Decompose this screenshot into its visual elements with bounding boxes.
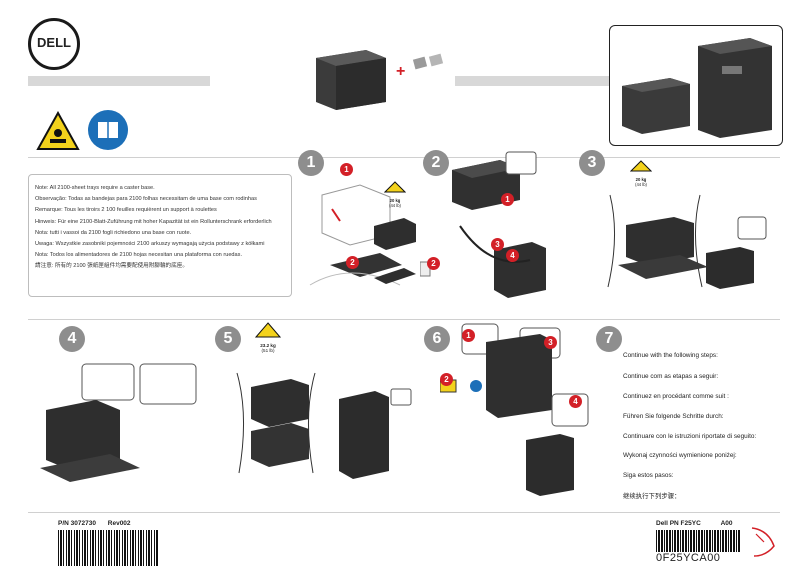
step-2-callout-3: 3	[491, 238, 504, 251]
step-5-weight-lb: (51 lb)	[261, 348, 275, 353]
section-divider-bottom	[28, 512, 780, 513]
step-5-weight-icon: 23.2 kg (51 lb)	[254, 322, 282, 358]
dell-logo: DELL	[28, 18, 80, 70]
step-5-weight-kg: 23.2 kg	[260, 343, 276, 348]
note-de: Hinweis: Für eine 2100-Blatt-Zuführung m…	[35, 218, 272, 225]
step-2-badge: 2	[423, 150, 449, 176]
step-6-illustration	[440, 323, 589, 496]
continue-pl: Wykonaj czynności wymienione poniżej:	[623, 452, 737, 459]
step-6-callout-4: 4	[569, 395, 582, 408]
barcode-left	[58, 530, 158, 566]
caster-base-note-box: Note: All 2100-sheet trays require a cas…	[28, 174, 292, 297]
step-6-callout-1: 1	[462, 329, 475, 342]
recycle-logo-icon	[751, 527, 775, 557]
note-it: Nota: tutti i vassoi da 2100 fogli richi…	[35, 229, 192, 236]
note-zh: 請注意: 所有的 2100 張紙匣組件均需要配使用附腳輪的底座。	[35, 263, 188, 270]
step-5-badge: 5	[215, 326, 241, 352]
continue-pt: Continue com as etapas a seguir:	[623, 373, 719, 380]
dell-rev-text: A00	[720, 520, 733, 527]
note-fr: Remarque: Tous les tiroirs 2 100 feuille…	[35, 207, 217, 214]
svg-text:+: +	[396, 63, 405, 80]
step-1-tray-illustration	[374, 218, 416, 284]
section-divider-middle	[28, 319, 780, 320]
step-5-stack-illustration	[236, 372, 412, 479]
dell-part-number-right: Dell PN F25YC A00	[656, 520, 733, 527]
barcode-right	[656, 530, 740, 552]
dell-logo-text: DELL	[37, 35, 71, 50]
step-3-badge: 3	[579, 150, 605, 176]
step-3-weight-kg: 20 kg	[635, 177, 647, 182]
step-1-callout-2: 2	[346, 256, 359, 269]
step-7-badge: 7	[596, 326, 622, 352]
printer-models-box	[609, 25, 783, 146]
note-pt: Observação: Todas as bandejas para 2100 …	[35, 196, 257, 203]
step-6-badge: 6	[424, 326, 450, 352]
step-2-callout-2: 2	[427, 257, 440, 270]
continue-es: Siga estos pasos:	[623, 472, 674, 479]
warning-lift-icon	[36, 110, 80, 151]
step-6-callout-2: 2	[440, 373, 453, 386]
step-3-weight-lb: (44 lb)	[635, 182, 647, 187]
step-4-badge: 4	[59, 326, 85, 352]
tray-parts-illustration: +	[316, 50, 444, 110]
barcode-right-text: 0F25YCA00	[656, 552, 721, 564]
step-1-callout-1: 1	[340, 163, 353, 176]
step-1-badge: 1	[298, 150, 324, 176]
header-band	[28, 76, 210, 86]
part-number-text: P/N 3072730	[58, 520, 96, 527]
note-es: Nota: Todos los alimentadores de 2100 ho…	[35, 252, 242, 259]
read-manual-icon	[88, 110, 128, 150]
step-2-callout-1: 1	[501, 193, 514, 206]
continue-en: Continue with the following steps:	[623, 352, 718, 359]
step-1-weight-icon: 20 kg (44 lb)	[383, 180, 407, 208]
step-6-callout-3: 3	[544, 336, 557, 349]
continue-de: Führen Sie folgende Schritte durch:	[623, 413, 724, 420]
part-number-left: P/N 3072730 Rev002	[58, 520, 131, 527]
continue-zh: 继续执行下列步骤：	[623, 493, 681, 500]
step-2-cable-illustration	[420, 151, 546, 298]
step-4-illustration	[40, 363, 197, 482]
note-pl: Uwaga: Wszystkie zasobniki pojemności 21…	[35, 241, 265, 248]
section-divider-top	[28, 157, 780, 158]
note-en: Note: All 2100-sheet trays require a cas…	[35, 185, 155, 191]
revision-text: Rev002	[107, 520, 131, 527]
continue-fr: Continuez en procédant comme suit :	[623, 393, 729, 400]
step-2-callout-4: 4	[506, 249, 519, 262]
step-1-weight-lb: (44 lb)	[389, 203, 401, 208]
header-band-right	[455, 76, 610, 86]
printer-models-illustration	[622, 38, 772, 138]
step-1-weight-kg: 20 kg	[389, 198, 401, 203]
step-3-lift-illustration	[607, 194, 767, 289]
dell-pn-text: Dell PN F25YC	[656, 520, 701, 527]
step-3-weight-icon: 20 kg (44 lb)	[629, 159, 653, 187]
continue-it: Continuare con le istruzioni riportate d…	[623, 433, 757, 440]
